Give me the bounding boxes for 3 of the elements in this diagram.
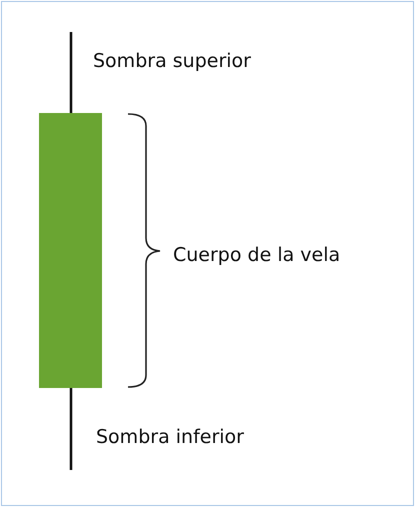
part-label: Cuerpo de la vela: [173, 246, 340, 265]
part-label: Sombra inferior: [96, 428, 244, 447]
part-label: Sombra superior: [93, 52, 251, 71]
